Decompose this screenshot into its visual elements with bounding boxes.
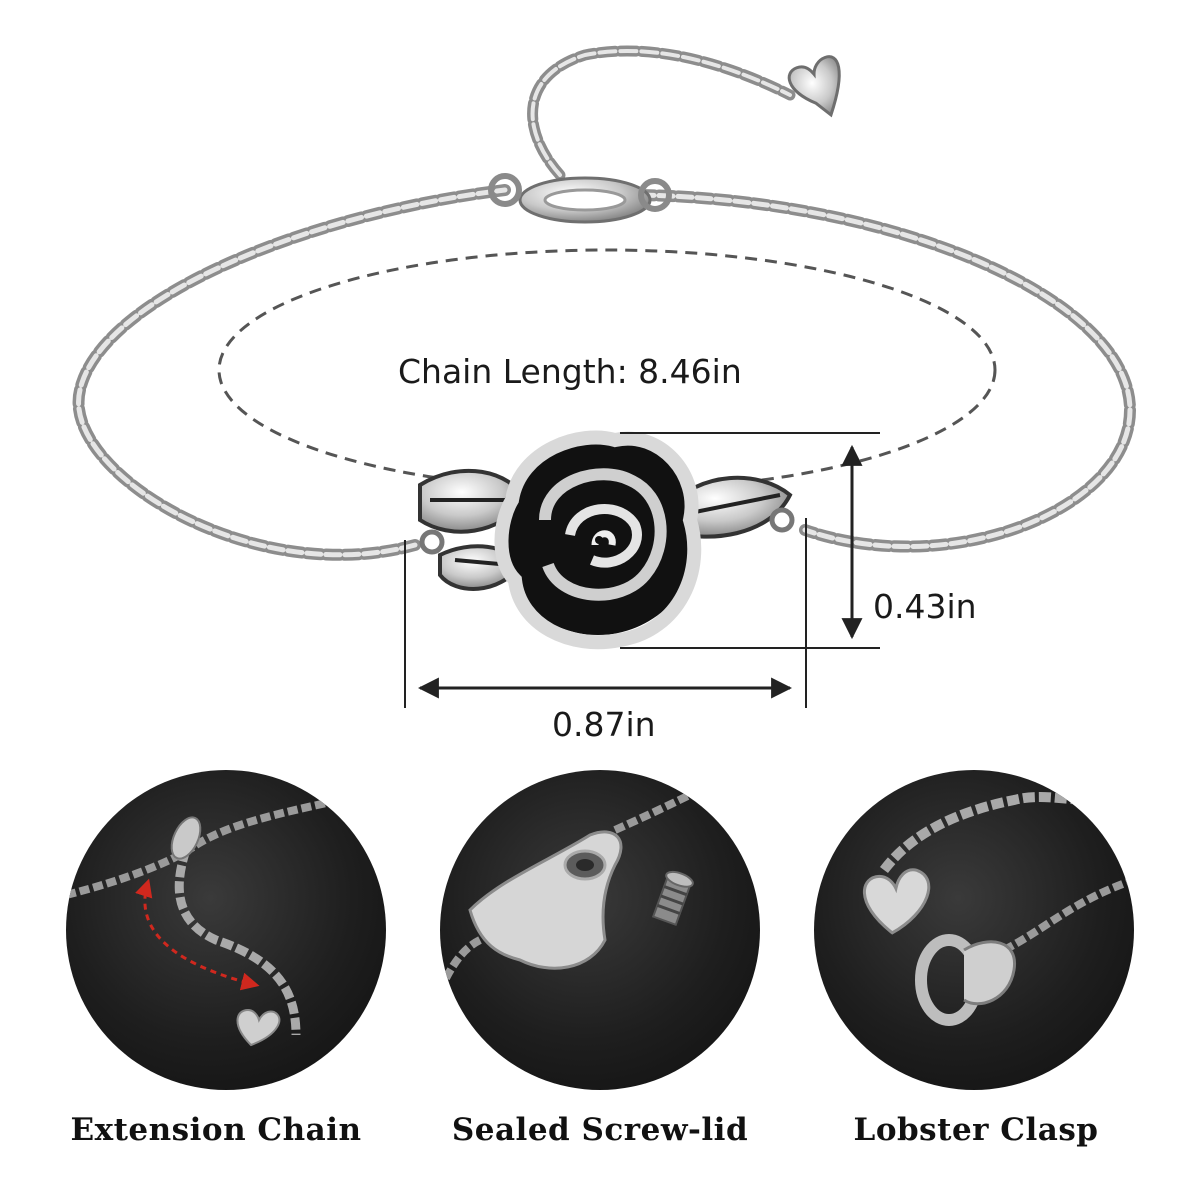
detail-lobster-clasp-image xyxy=(814,770,1134,1090)
caption-extension-chain: Extension Chain xyxy=(70,1112,362,1148)
heart-charm-icon xyxy=(787,55,841,118)
detail-screw-lid-image xyxy=(440,770,760,1090)
pendant-width-label: 0.87in xyxy=(552,705,656,744)
product-main-image xyxy=(72,45,1137,708)
caption-lobster-clasp: Lobster Clasp xyxy=(853,1112,1099,1148)
rose-pendant-icon xyxy=(418,430,795,650)
detail-extension-chain-image xyxy=(66,770,386,1090)
bracelet-chain xyxy=(72,45,1137,561)
dimension-lines xyxy=(404,432,880,708)
pendant-height-label: 0.43in xyxy=(873,587,977,626)
caption-sealed-screw-lid: Sealed Screw-lid xyxy=(451,1112,749,1148)
lobster-clasp xyxy=(488,173,672,224)
chain-length-label: Chain Length: 8.46in xyxy=(398,352,742,391)
